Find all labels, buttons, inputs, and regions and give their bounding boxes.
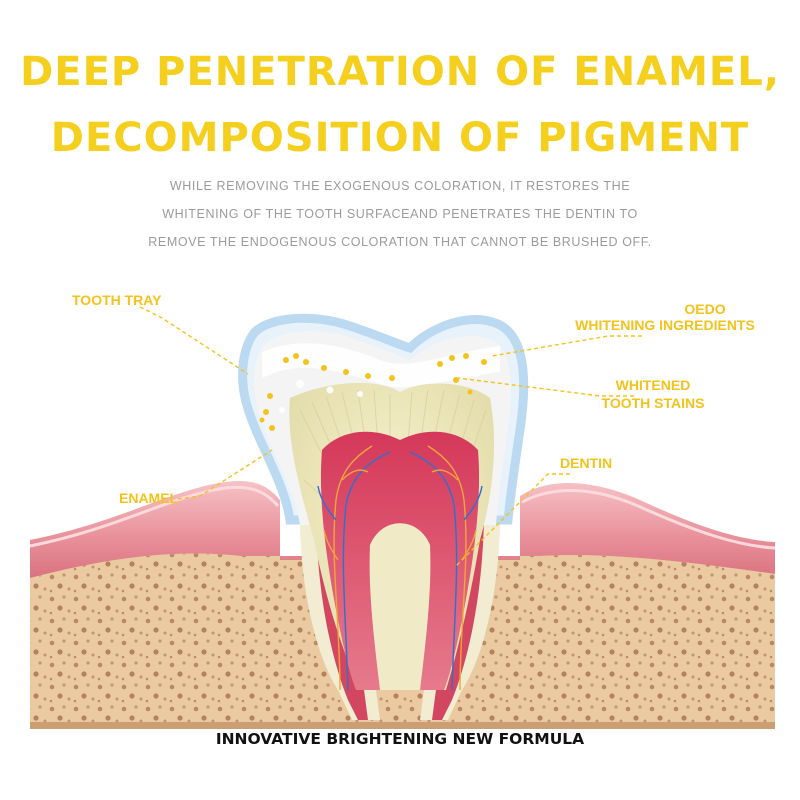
label-tooth-stains: TOOTH STAINS — [602, 395, 705, 411]
gum-tissue — [30, 480, 775, 578]
leader-lines — [139, 306, 642, 567]
footer-tagline: INNOVATIVE BRIGHTENING NEW FORMULA — [215, 730, 585, 748]
subtitle-line-3: REMOVE THE ENDOGENOUS COLORATION THAT CA… — [148, 235, 652, 249]
label-whitened: WHITENED — [616, 377, 691, 393]
headline-line-1: DEEP PENETRATION OF ENAMEL, — [20, 49, 780, 95]
label-dentin: DENTIN — [560, 455, 612, 471]
label-oedo: OEDO — [684, 301, 725, 317]
headline-line-2: DECOMPOSITION OF PIGMENT — [50, 115, 750, 161]
leader-enamel — [177, 449, 273, 500]
label-enamel: ENAMEL — [119, 490, 179, 506]
subtitle-line-1: WHILE REMOVING THE EXOGENOUS COLORATION,… — [169, 179, 631, 193]
nerves-vessels — [317, 445, 483, 691]
label-whitening-ingredients: WHITENING INGREDIENTS — [575, 317, 755, 333]
leader-tooth-tray — [139, 306, 249, 375]
subtitle-line-2: WHITENING OF THE TOOTH SURFACEAND PENETR… — [162, 207, 638, 221]
leader-dentin — [455, 473, 570, 567]
leader-tooth-stains — [457, 377, 634, 397]
label-tooth-tray: TOOTH TRAY — [72, 292, 162, 308]
whitening-particles — [259, 353, 487, 431]
tooth-pulp — [320, 431, 480, 690]
leader-whitening-ingredients — [491, 335, 642, 357]
